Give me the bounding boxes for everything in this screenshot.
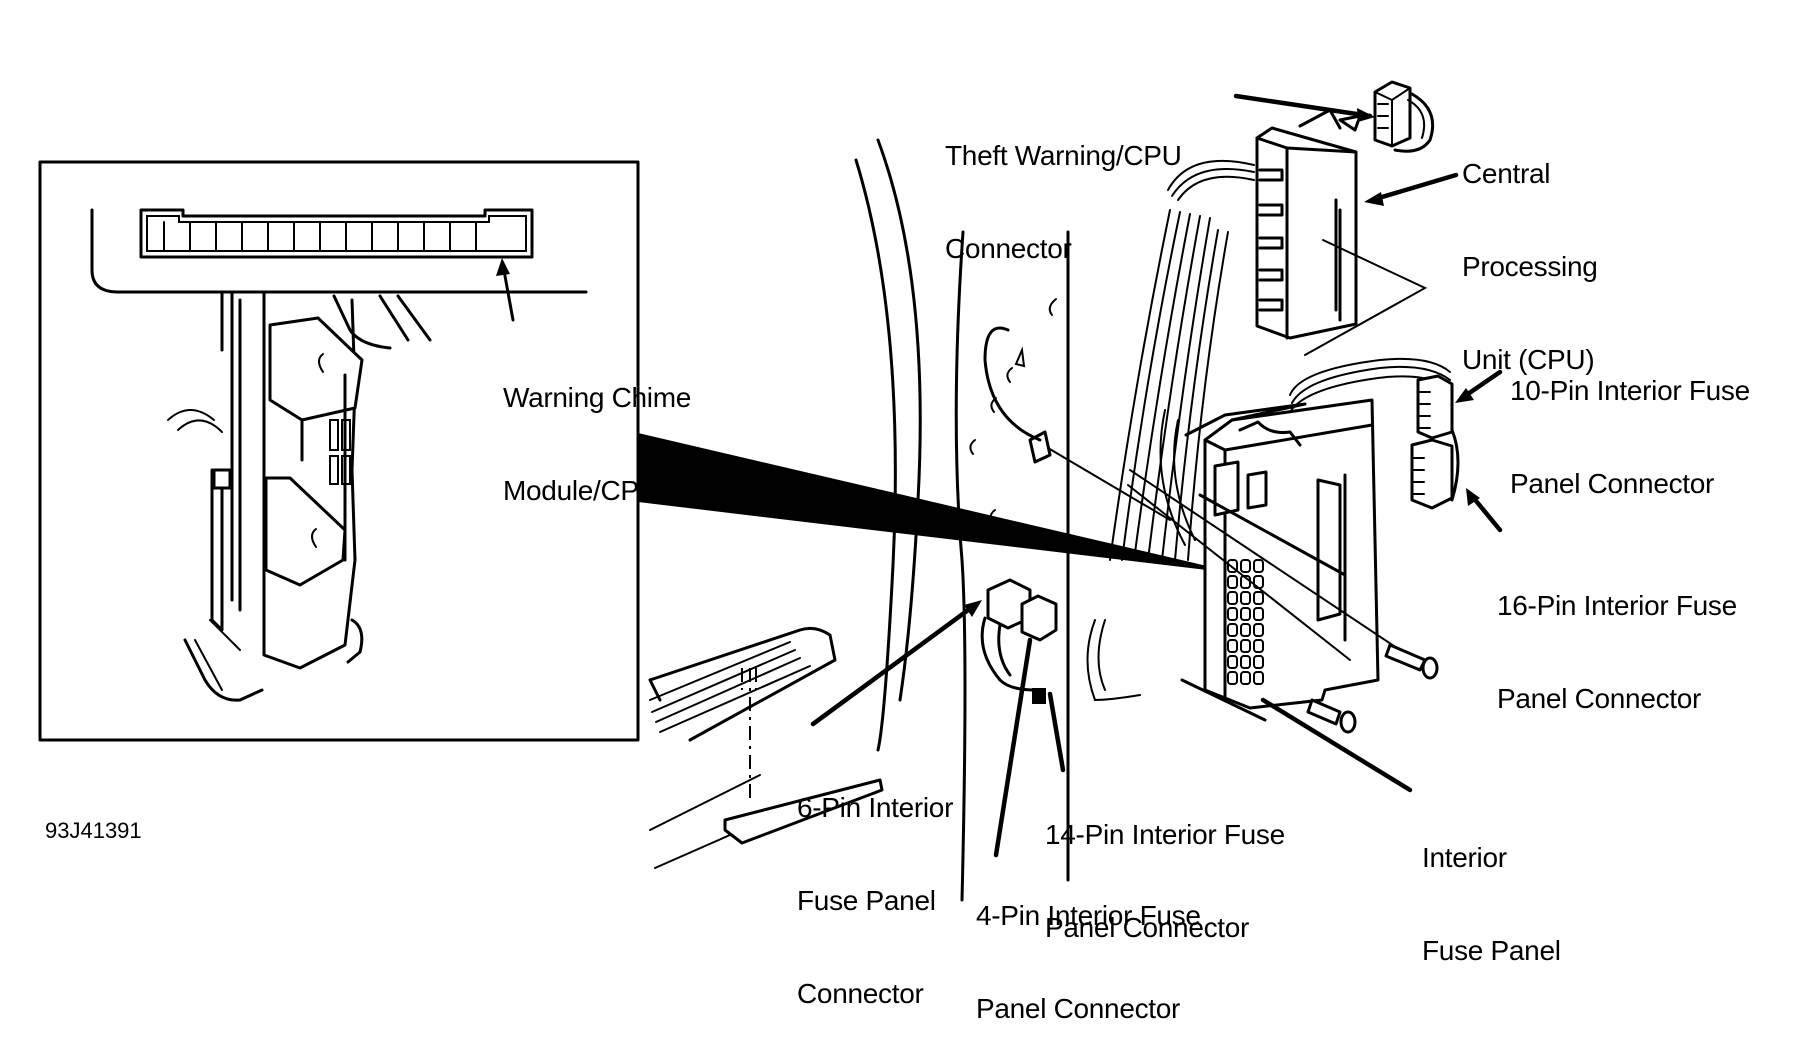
- zoom-wedge: [638, 433, 1207, 570]
- door-pillar: [854, 138, 1070, 902]
- theft-leader: [1233, 93, 1373, 119]
- theft-warning-connector: [1298, 80, 1435, 153]
- pin14-label: 14-Pin Interior Fuse Panel Connector: [1045, 819, 1285, 943]
- cpu-slot: [1258, 168, 1284, 182]
- pin10-label: 10-Pin Interior Fuse Panel Connector: [1510, 375, 1750, 499]
- cpu-leader: [1369, 172, 1459, 203]
- fuse-slot: [1253, 559, 1264, 573]
- screws: [1028, 430, 1439, 734]
- cpu-module: [1255, 126, 1428, 356]
- pin6-leader: [810, 602, 978, 727]
- figure-id: 93J41391: [45, 818, 142, 843]
- lower-connectors: [980, 578, 1058, 704]
- fuse-slot: [1253, 639, 1264, 653]
- fuse-slot: [1240, 639, 1251, 653]
- pin16-leader: [1469, 493, 1503, 533]
- fuse-slot: [1227, 607, 1238, 621]
- fuse-slot: [1240, 655, 1251, 669]
- inset-dash-panel: [90, 208, 588, 294]
- interior-fuse-panel-label: Interior Fuse Panel: [1422, 842, 1561, 966]
- fuse-slot: [1240, 671, 1251, 685]
- cpu-slot: [1258, 236, 1284, 250]
- pin4-leader: [993, 637, 1033, 858]
- wire-harness: [1086, 159, 1451, 702]
- fuse-slot: [1253, 623, 1264, 637]
- fuse-slot: [1253, 607, 1264, 621]
- fuse-slot: [1240, 591, 1251, 605]
- cpu-slot: [1258, 298, 1284, 312]
- fuse-slot: [1253, 591, 1264, 605]
- pin6-label: 6-Pin Interior Fuse Panel Connector: [797, 792, 954, 1009]
- fuse-slot: [1253, 655, 1264, 669]
- fuse-panel-leader: [1260, 697, 1413, 793]
- pin16-connector: [1410, 428, 1460, 510]
- chime-connector: [139, 208, 534, 259]
- fuse-slot: [1240, 559, 1251, 573]
- fuse-slot: [1227, 639, 1238, 653]
- fuse-slot: [1227, 623, 1238, 637]
- cpu-label: Central Processing Unit (CPU): [1462, 158, 1598, 375]
- warning-chime-label: Warning Chime Module/CPU Connector: [503, 382, 793, 506]
- inset-detail: [38, 160, 640, 742]
- pin10-connector: [1416, 374, 1454, 440]
- leader-lines: [810, 93, 1503, 858]
- fuse-slot: [1227, 575, 1238, 589]
- chime-arrowhead: [496, 258, 510, 276]
- pin16-label: 16-Pin Interior Fuse Panel Connector: [1497, 590, 1737, 714]
- fuse-slot: [1227, 671, 1238, 685]
- cpu-slot: [1258, 268, 1284, 282]
- fuse-slot: [1253, 671, 1264, 685]
- wiring-diagram: [38, 80, 1503, 902]
- pin14-leader: [1047, 691, 1066, 773]
- fuse-slot: [1227, 655, 1238, 669]
- theft-warning-label: Theft Warning/CPU Connector: [945, 140, 1182, 264]
- pin4-label: 4-Pin Interior Fuse Panel Connector: [976, 900, 1201, 1024]
- fuse-slot: [1240, 607, 1251, 621]
- cpu-slot: [1258, 203, 1284, 217]
- sill-plate: [648, 626, 884, 869]
- inset-module-body: [167, 292, 432, 702]
- fuse-slot: [1240, 623, 1251, 637]
- fuse-slot: [1227, 559, 1238, 573]
- fuse-slot: [1227, 591, 1238, 605]
- interior-fuse-panel: [1184, 398, 1380, 710]
